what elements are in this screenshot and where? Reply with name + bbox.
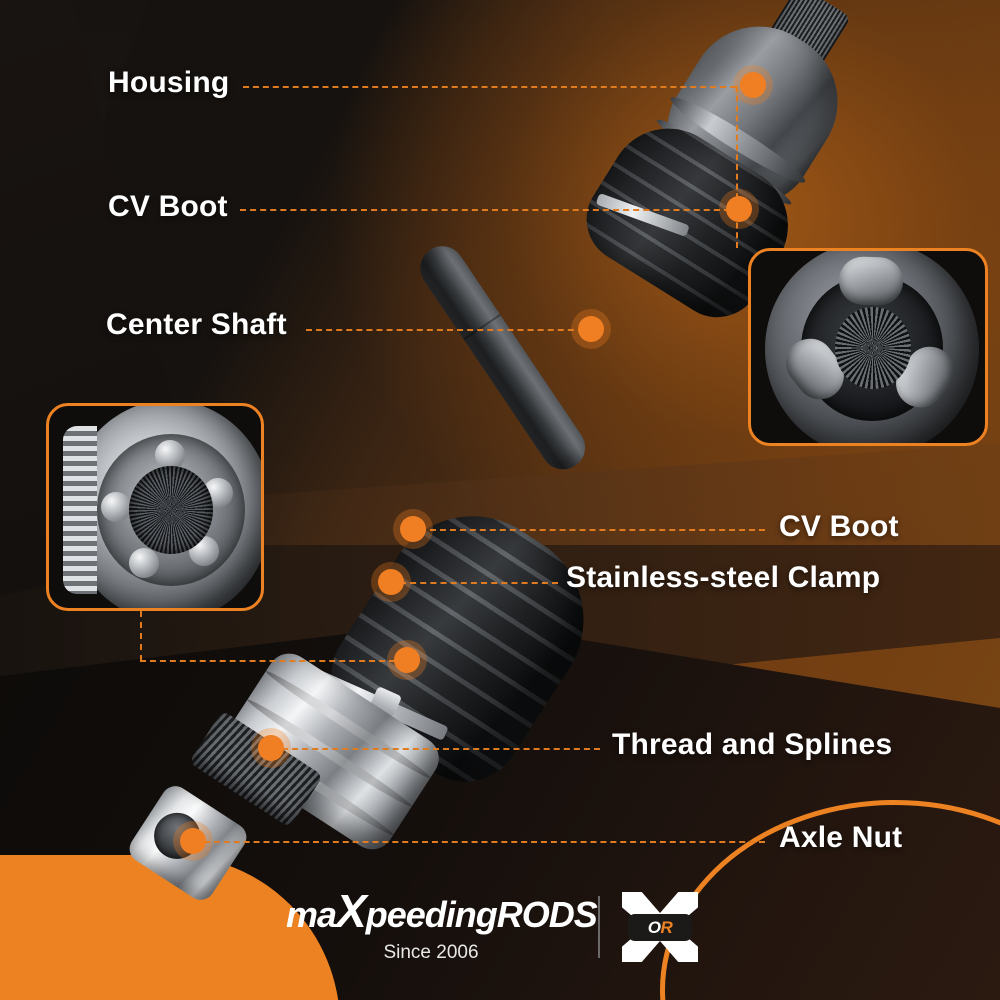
callout-dot-housing[interactable] (740, 72, 766, 98)
brand-mid: peeding (365, 894, 498, 935)
leader-line-cv-boot-upper (240, 209, 740, 211)
joint-spline-teeth (63, 426, 97, 594)
callout-label-cv-boot-upper: CV Boot (108, 190, 228, 223)
callout-dot-inset-left[interactable] (394, 647, 420, 673)
leader-line-axle-nut (204, 841, 765, 843)
brand-suffix: RODS (496, 894, 598, 935)
callout-dot-axle-nut[interactable] (180, 828, 206, 854)
brand-wordmark: maXpeedingRODS (286, 885, 598, 937)
badge-letter-r: R (660, 917, 673, 937)
inset-ball-cv-joint-cutaway[interactable] (46, 403, 264, 611)
leader-line-inset-left-drop (140, 611, 142, 661)
callout-dot-cv-boot-lower[interactable] (400, 516, 426, 542)
tripod-roller (838, 255, 904, 307)
tripod-joint-graphic (765, 251, 979, 443)
callout-label-stainless-clamp: Stainless-steel Clamp (566, 561, 881, 594)
brand-prefix: ma (286, 894, 337, 935)
callout-label-housing: Housing (108, 66, 230, 99)
joint-inner-hub-splines (129, 466, 213, 554)
leader-line-housing-drop (736, 86, 738, 248)
callout-dot-cv-boot-upper[interactable] (726, 196, 752, 222)
leader-line-cv-boot-lower (420, 529, 765, 531)
brand-logo: maXpeedingRODS Since 2006 (286, 885, 598, 964)
leader-line-stainless-clamp (400, 582, 558, 584)
callout-dot-thread-splines[interactable] (258, 735, 284, 761)
joint-ball-bearing (101, 492, 131, 522)
tripod-inner-splines (835, 307, 911, 389)
badge-letter-o: O (647, 917, 661, 937)
callout-label-axle-nut: Axle Nut (779, 821, 903, 854)
leader-line-inset-left-run (140, 660, 405, 662)
inset-tripod-joint-cutaway[interactable] (748, 248, 988, 446)
ball-joint-graphic (63, 406, 261, 608)
brand-tagline: Since 2006 (383, 942, 479, 963)
brand-x: X (336, 885, 367, 937)
leader-line-center-shaft (306, 329, 594, 331)
callout-dot-stainless-clamp[interactable] (378, 569, 404, 595)
joint-ball-bearing (129, 548, 159, 578)
callout-dot-center-shaft[interactable] (578, 316, 604, 342)
callout-label-cv-boot-lower: CV Boot (779, 510, 899, 543)
footer-divider (598, 896, 600, 958)
leader-line-housing (243, 86, 736, 88)
callout-label-thread-splines: Thread and Splines (612, 728, 893, 761)
joint-ball-bearing (155, 440, 185, 470)
leader-line-thread-splines (282, 748, 600, 750)
callout-label-center-shaft: Center Shaft (106, 308, 287, 341)
